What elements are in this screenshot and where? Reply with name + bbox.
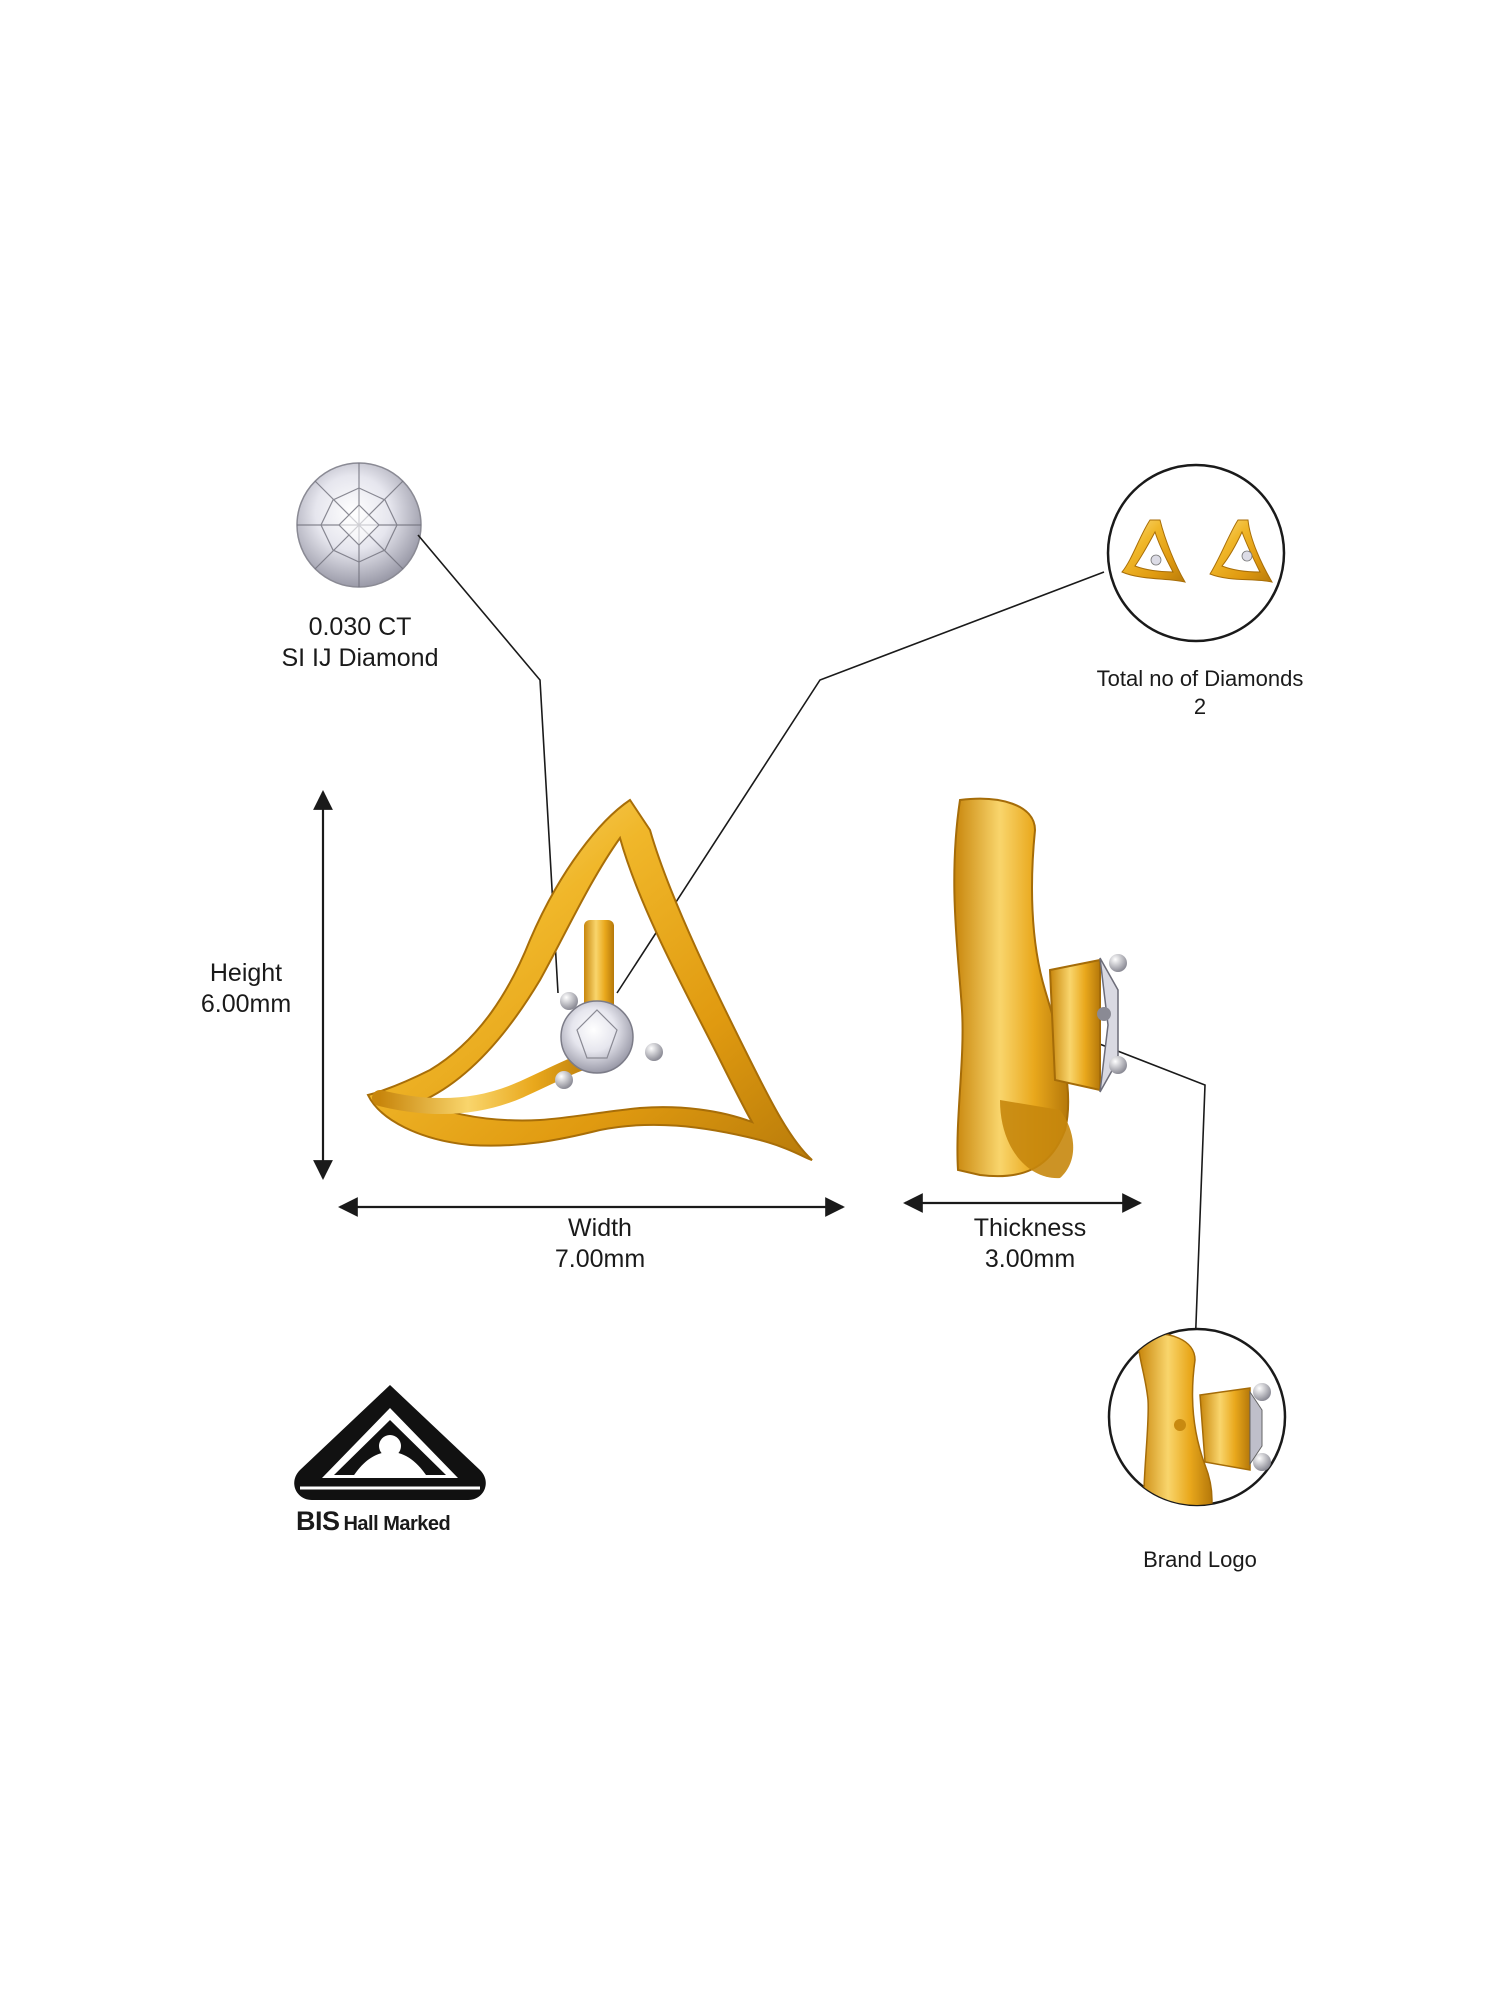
width-label: Width (568, 1214, 632, 1242)
total-diamonds-label: Total no of Diamonds 2 (1060, 665, 1340, 720)
brand-stamp-mark (1174, 1419, 1186, 1431)
dimension-arrows (313, 790, 1142, 1217)
brand-logo-circle (1107, 1327, 1287, 1507)
loose-diamond-image (296, 462, 422, 588)
total-diamonds-count: 2 (1193, 693, 1207, 719)
thickness-label: Thickness (973, 1214, 1087, 1242)
hall-marked-text: Hall Marked (343, 1513, 451, 1535)
diamond-pointer-line (417, 534, 559, 994)
height-label: Height (209, 959, 283, 987)
earring-front-view (366, 798, 813, 1161)
diamond-carat: 0.030 CT (308, 613, 412, 641)
bis-hallmark-text: BIS Hall Marked (296, 1505, 496, 1539)
front-center-diamond (555, 992, 663, 1089)
width-dimension-label: Width 7.00mm (520, 1213, 680, 1276)
brand-logo-text: Brand Logo (1143, 1547, 1257, 1572)
thickness-dimension-label: Thickness 3.00mm (940, 1213, 1120, 1276)
total-diamonds-text: Total no of Diamonds (1096, 666, 1304, 691)
earring-triangle-frame (366, 798, 813, 1161)
height-dimension-label: Height 6.00mm (176, 958, 316, 1021)
earring-side-view (953, 797, 1127, 1179)
diamond-quality: SI IJ Diamond (281, 644, 439, 673)
height-value: 6.00mm (200, 990, 292, 1019)
earring-post (584, 920, 614, 1020)
diamonds-count-pointer-line (616, 571, 1105, 994)
width-value: 7.00mm (554, 1245, 646, 1274)
side-view-diamond (1097, 954, 1127, 1093)
diamond-spec-label: 0.030 CT SI IJ Diamond (240, 612, 480, 675)
bis-hallmark-logo (294, 1385, 486, 1500)
brand-logo-label: Brand Logo (1110, 1546, 1290, 1574)
bis-text: BIS (296, 1506, 340, 1536)
thickness-value: 3.00mm (984, 1245, 1076, 1274)
pair-preview-circle (1106, 463, 1286, 643)
